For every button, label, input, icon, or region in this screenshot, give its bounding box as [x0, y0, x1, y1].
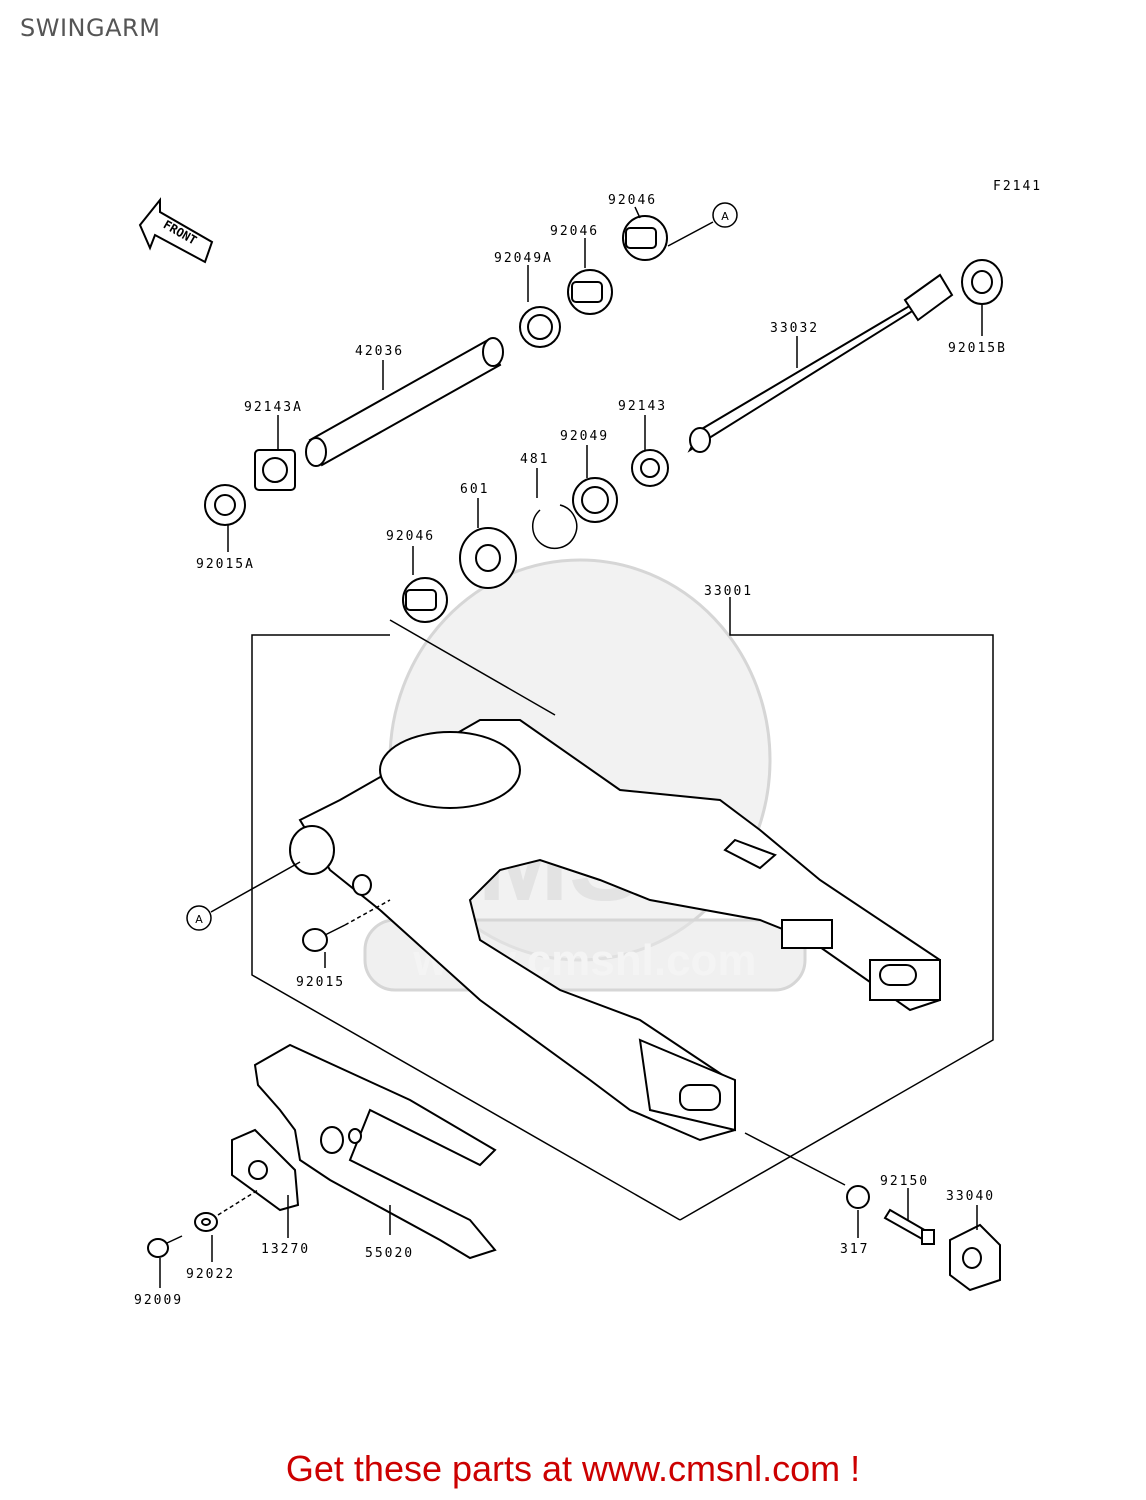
figure-code: F2141: [993, 179, 1042, 194]
label-92150: 92150: [880, 1174, 929, 1189]
swingarm-33001: [289, 719, 941, 1142]
label-33001: 33001: [704, 584, 753, 599]
label-92046-top: 92046: [608, 193, 657, 208]
seal-92049: [572, 477, 618, 523]
label-92015b: 92015B: [948, 341, 1007, 356]
label-92143: 92143: [618, 399, 667, 414]
sleeve-42036: [305, 337, 504, 467]
svg-text:A: A: [721, 210, 729, 223]
label-42036: 42036: [355, 344, 404, 359]
collar-92143: [631, 449, 669, 487]
ball-bearing-601: [459, 527, 517, 589]
circlip-481: [531, 504, 578, 550]
label-92049a: 92049A: [494, 251, 553, 266]
nut-92015b: [961, 259, 1003, 305]
bolt-92150: [883, 1208, 935, 1245]
page-title: SWINGARM: [20, 14, 161, 42]
bolt-92009: [147, 1235, 183, 1258]
svg-text:A: A: [195, 913, 203, 926]
bearing-92046-mid: [567, 269, 613, 315]
label-601: 601: [460, 482, 489, 497]
label-55020: 55020: [365, 1246, 414, 1261]
label-481: 481: [520, 452, 549, 467]
block-33040: [949, 1223, 1001, 1292]
ref-marker-a-top: A: [712, 202, 738, 228]
label-92143a: 92143A: [244, 400, 303, 415]
ref-marker-a-lower: A: [186, 905, 212, 931]
label-92015a: 92015A: [196, 557, 255, 572]
chain-guide-55020: [253, 1043, 497, 1260]
collar-92143a: [254, 449, 296, 491]
pivot-shaft-33032: [687, 273, 954, 453]
label-92046-low: 92046: [386, 529, 435, 544]
label-92049: 92049: [560, 429, 609, 444]
label-92022: 92022: [186, 1267, 235, 1282]
label-13270: 13270: [261, 1242, 310, 1257]
label-33040: 33040: [946, 1189, 995, 1204]
nut-92015a: [204, 484, 246, 526]
bearing-92046-top: [622, 215, 668, 261]
promo-link[interactable]: Get these parts at www.cmsnl.com !: [285, 1448, 861, 1489]
seal-92049a: [519, 306, 561, 348]
label-92009: 92009: [134, 1293, 183, 1308]
label-317: 317: [840, 1242, 869, 1257]
bracket-33001: [251, 597, 994, 1221]
label-92015: 92015: [296, 975, 345, 990]
front-arrow-icon: FRONT: [138, 197, 214, 264]
washer-92022: [194, 1212, 218, 1232]
label-33032: 33032: [770, 321, 819, 336]
label-92046-mid: 92046: [550, 224, 599, 239]
nut-317: [846, 1185, 870, 1209]
bolt-92015: [302, 924, 346, 952]
plate-13270: [231, 1128, 300, 1212]
bearing-92046-low: [402, 577, 448, 623]
